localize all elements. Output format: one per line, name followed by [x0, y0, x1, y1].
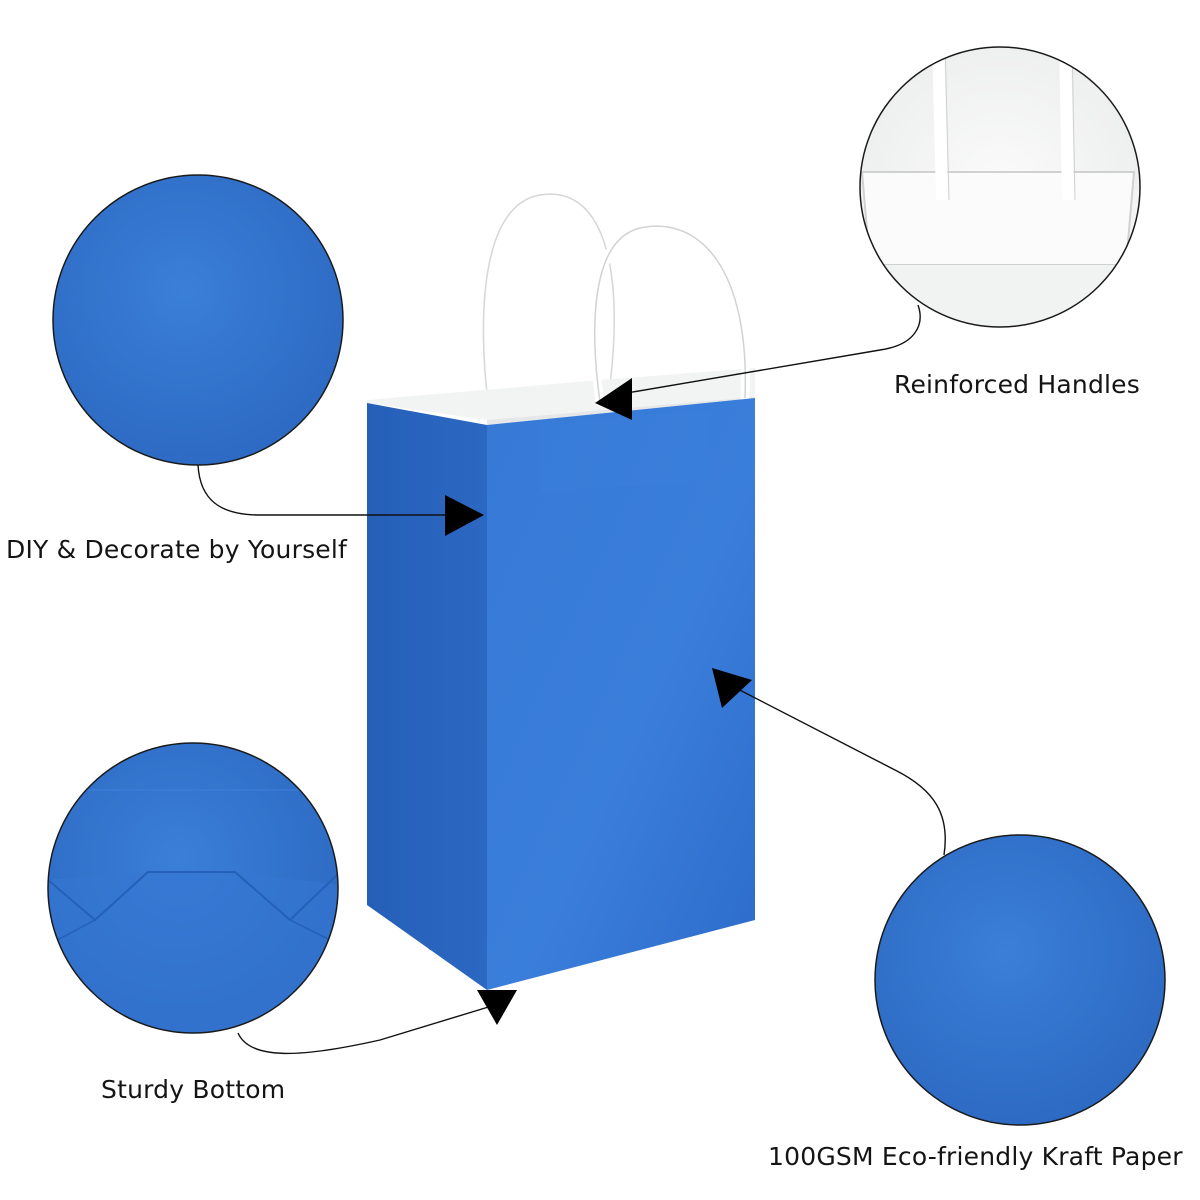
handles-label: Reinforced Handles	[894, 370, 1140, 399]
paper-closeup-circle	[874, 834, 1166, 1126]
bag-front-panel	[487, 398, 755, 990]
arrowhead-handles-icon	[595, 378, 632, 420]
bottom-closeup-circle	[47, 742, 339, 1034]
bag-opening	[367, 368, 755, 420]
bag-side-panel	[367, 403, 487, 990]
paper-label: 100GSM Eco-friendly Kraft Paper	[768, 1142, 1183, 1171]
bottom-label: Sturdy Bottom	[101, 1075, 286, 1104]
connector-line-diy	[197, 464, 450, 516]
handles-closeup-circle	[859, 46, 1141, 328]
arrowhead-bottom-icon	[477, 990, 517, 1025]
texture-closeup-circle	[52, 174, 344, 466]
gift-bag	[367, 189, 755, 990]
diy-label: DIY & Decorate by Yourself	[6, 535, 348, 564]
connector-line-handles	[614, 304, 921, 396]
connector-line-paper	[729, 684, 946, 856]
connector-line-bottom	[237, 1004, 496, 1055]
arrowhead-diy-icon	[445, 495, 484, 536]
arrowhead-paper-icon	[712, 668, 752, 708]
